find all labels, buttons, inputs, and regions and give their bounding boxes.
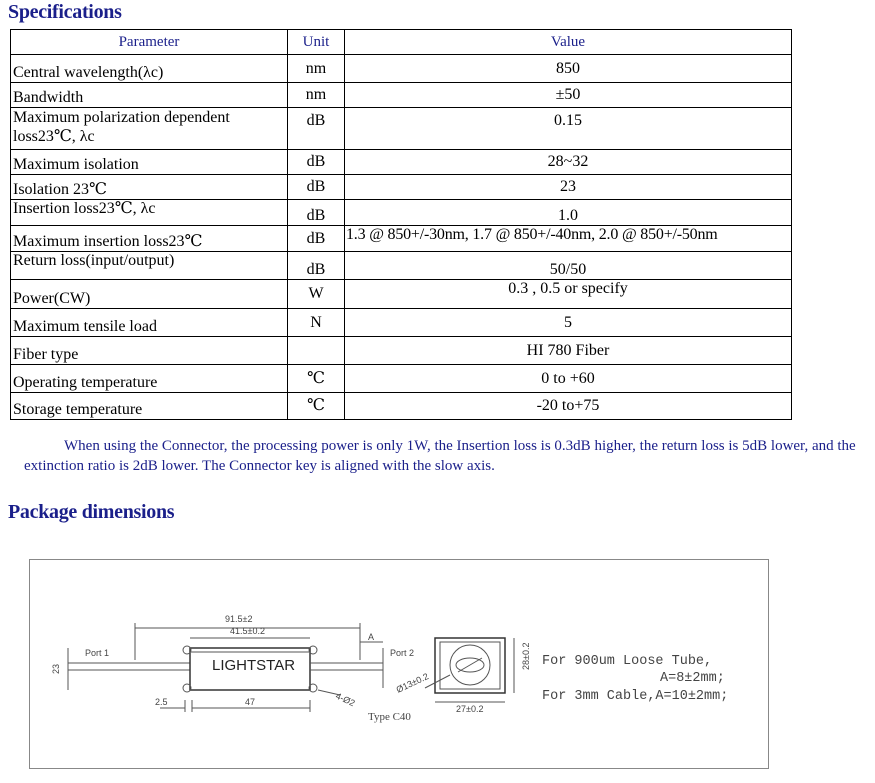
cell-parameter: Maximum tensile load <box>10 308 288 337</box>
table-row: Insertion loss23℃, λc dB 1.0 <box>10 199 792 226</box>
dim-side-w-text: 27±0.2 <box>456 704 483 714</box>
cell-unit: dB <box>287 107 345 150</box>
note-line3: For 3mm Cable,A=10±2mm; <box>542 689 728 704</box>
header-unit: Unit <box>287 29 345 55</box>
cell-parameter: Maximum polarization dependent loss23℃, … <box>10 107 288 150</box>
dim-body-text: 41.5±0.2 <box>230 626 265 636</box>
mount-hole <box>308 645 318 655</box>
cell-parameter: Return loss(input/output) <box>10 251 288 280</box>
specifications-table: Parameter Unit Value Central wavelength(… <box>10 29 792 420</box>
cell-unit: dB <box>287 174 345 200</box>
cell-value: 1.3 @ 850+/-30nm, 1.7 @ 850+/-40nm, 2.0 … <box>344 225 792 252</box>
cell-unit: N <box>287 308 345 337</box>
cell-parameter: Maximum insertion loss23℃ <box>10 225 288 252</box>
cell-unit <box>287 336 345 365</box>
cell-value: 50/50 <box>344 251 792 280</box>
side-view-axis <box>457 657 483 673</box>
dim-a-text: A <box>368 632 374 642</box>
table-row: Bandwidth nm ±50 <box>10 82 792 108</box>
header-parameter: Parameter <box>10 29 288 55</box>
cell-value: 0 to +60 <box>344 364 792 393</box>
specifications-heading: Specifications <box>8 1 122 23</box>
cell-unit: dB <box>287 225 345 252</box>
cell-unit: ℃ <box>287 364 345 393</box>
table-row: Maximum insertion loss23℃ dB 1.3 @ 850+/… <box>10 225 792 252</box>
cell-value: 1.0 <box>344 199 792 226</box>
table-row: Return loss(input/output) dB 50/50 <box>10 251 792 280</box>
cell-unit: W <box>287 279 345 309</box>
cell-value: HI 780 Fiber <box>344 336 792 365</box>
note-line2: A=8±2mm; <box>660 671 725 686</box>
cell-parameter: Isolation 23℃ <box>10 174 288 200</box>
cell-parameter: Operating temperature <box>10 364 288 393</box>
cell-value: 28~32 <box>344 149 792 175</box>
dim-47-text: 47 <box>245 697 255 707</box>
cell-parameter: Insertion loss23℃, λc <box>10 199 288 226</box>
cell-unit: dB <box>287 199 345 226</box>
dim-diam-text: Ø13±0.2 <box>395 671 430 695</box>
table-row: Central wavelength(λc) nm 850 <box>10 54 792 83</box>
table-row: Isolation 23℃ dB 23 <box>10 174 792 200</box>
dim-height-text: 23 <box>51 664 61 674</box>
dim-hole-text: 4-Ø2 <box>334 691 356 709</box>
dim-side-h-text: 28±0.2 <box>521 643 531 670</box>
dim-left-text: 2.5 <box>155 697 168 707</box>
mount-hole <box>308 683 318 693</box>
side-view-ellipse <box>455 657 485 673</box>
mount-hole <box>182 683 192 693</box>
cell-parameter: Fiber type <box>10 336 288 365</box>
port2-label: Port 2 <box>390 648 414 658</box>
table-row: Maximum polarization dependent loss23℃, … <box>10 107 792 150</box>
type-label: Type C40 <box>368 711 411 723</box>
cell-value: 0.3 , 0.5 or specify <box>344 279 792 309</box>
cell-unit: dB <box>287 251 345 280</box>
cell-parameter: Power(CW) <box>10 279 288 309</box>
table-row: Fiber type HI 780 Fiber <box>10 336 792 365</box>
cell-parameter: Maximum isolation <box>10 149 288 175</box>
cell-value: 23 <box>344 174 792 200</box>
header-value: Value <box>344 29 792 55</box>
cell-unit: ℃ <box>287 392 345 420</box>
device-body <box>189 647 311 691</box>
cell-value: -20 to+75 <box>344 392 792 420</box>
side-view-body <box>434 637 506 694</box>
cell-value: 5 <box>344 308 792 337</box>
cell-value: 0.15 <box>344 107 792 150</box>
table-row: Maximum isolation dB 28~32 <box>10 149 792 175</box>
cell-unit: nm <box>287 82 345 108</box>
cell-unit: dB <box>287 149 345 175</box>
cell-parameter: Bandwidth <box>10 82 288 108</box>
dim-total-text: 91.5±2 <box>225 614 252 624</box>
cell-parameter: Storage temperature <box>10 392 288 420</box>
table-row: Maximum tensile load N 5 <box>10 308 792 337</box>
side-view-inner <box>439 641 501 690</box>
note-line1: For 900um Loose Tube, <box>542 654 712 669</box>
connector-note: When using the Connector, the processing… <box>24 438 856 474</box>
package-drawing: 91.5±2 41.5±0.2 Port 1 Port 2 A 2.5 47 2… <box>51 614 728 723</box>
hole-leader <box>317 689 341 696</box>
package-diagram: 91.5±2 41.5±0.2 Port 1 Port 2 A 2.5 47 2… <box>29 559 769 769</box>
brand-label: LIGHTSTAR <box>212 657 295 674</box>
table-row: Power(CW) W 0.3 , 0.5 or specify <box>10 279 792 309</box>
package-dimensions-heading: Package dimensions <box>8 501 175 523</box>
cell-parameter: Central wavelength(λc) <box>10 54 288 83</box>
table-row: Storage temperature ℃ -20 to+75 <box>10 392 792 420</box>
mount-hole <box>182 645 192 655</box>
cell-value: ±50 <box>344 82 792 108</box>
diam-leader <box>424 674 451 689</box>
table-row: Operating temperature ℃ 0 to +60 <box>10 364 792 393</box>
table-header-row: Parameter Unit Value <box>10 29 792 55</box>
side-view-circle <box>449 644 491 686</box>
cell-value: 850 <box>344 54 792 83</box>
port1-label: Port 1 <box>85 648 109 658</box>
cell-unit: nm <box>287 54 345 83</box>
